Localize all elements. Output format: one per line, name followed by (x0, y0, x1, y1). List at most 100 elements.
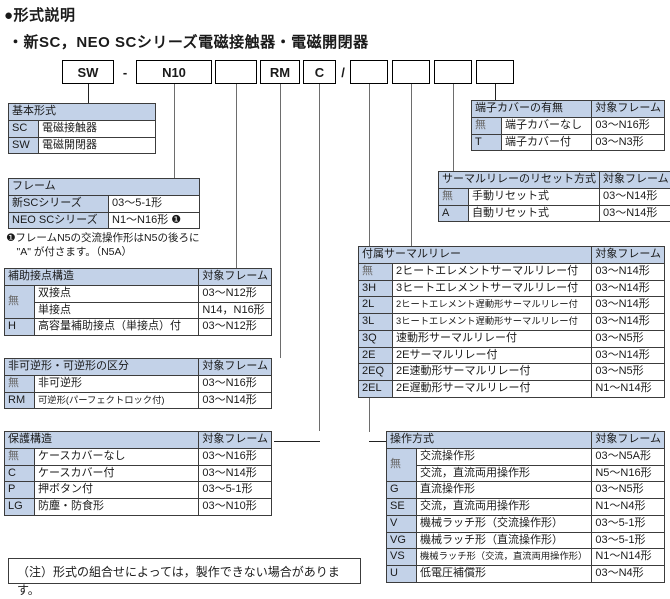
table-row: H 高容量補助接点（単接点）付 03〜N12形 (5, 319, 272, 336)
code-box-operation[interactable] (350, 60, 388, 84)
code-box-protection[interactable]: C (303, 60, 336, 84)
code-box-thermal-relay[interactable] (392, 60, 430, 84)
cell-desc: 電磁開閉器 (39, 137, 156, 154)
cell-code: 無 (5, 448, 35, 465)
cell-desc: 2ヒートエレメントサーマルリレー付 (393, 263, 592, 280)
cell-desc: 3ヒートエレメントサーマルリレー付 (393, 280, 592, 297)
cell-frame: 03〜N10形 (199, 499, 272, 516)
table-row: 3L 3ヒートエレメント遅動形サーマルリレー付 03〜N14形 (359, 314, 665, 331)
table-operation: 操作方式 対象フレーム 無 交流操作形 03〜N5A形 交流，直流両用操作形 N… (386, 431, 665, 583)
connector-operation-horizontal (369, 441, 386, 442)
code-box-basic-type[interactable]: SW (62, 60, 114, 84)
cell-frame: 03〜N14形 (592, 280, 665, 297)
cell-desc: 自動リセット式 (469, 205, 600, 222)
table-thermal-relay: 付属サーマルリレー 対象フレーム 無 2ヒートエレメントサーマルリレー付 03〜… (358, 246, 665, 398)
table-header-aux-contact: 補助接点構造 (5, 269, 199, 286)
table-row: P 押ボタン付 03〜5-1形 (5, 482, 272, 499)
table-header-operation: 操作方式 (387, 432, 592, 449)
cell-frame: N14，N16形 (199, 302, 272, 319)
code-box-thermal-reset[interactable] (434, 60, 472, 84)
cell-code: 2EQ (359, 364, 393, 381)
cell-frame: 03〜N16形 (592, 117, 665, 134)
connector-reversible (280, 84, 281, 358)
cell-desc: 端子カバー付 (502, 134, 592, 151)
cell-desc: 可逆形(パーフェクトロック付) (35, 392, 199, 409)
cell-desc: ケースカバー付 (35, 465, 199, 482)
table-basic-type: 基本形式 SC 電磁接触器 SW 電磁開閉器 (8, 103, 156, 154)
cell-frame: 03〜N5形 (592, 330, 665, 347)
cell-frame: N1〜N14形 (592, 549, 665, 566)
table-header-protection: 保護構造 (5, 432, 199, 449)
cell-code: 3L (359, 314, 393, 331)
cell-series: NEO SCシリーズ (9, 212, 109, 229)
cell-code: 無 (5, 285, 35, 319)
cell-code: G (387, 482, 417, 499)
table-reversible: 非可逆形・可逆形の区分 対象フレーム 無 非可逆形 03〜N16形 RM 可逆形… (4, 358, 272, 409)
cell-code: T (472, 134, 502, 151)
cell-frame: 03〜N3形 (592, 134, 665, 151)
table-row: 無 非可逆形 03〜N16形 (5, 375, 272, 392)
table-row: 3H 3ヒートエレメントサーマルリレー付 03〜N14形 (359, 280, 665, 297)
table-row: 2EQ 2E速動形サーマルリレー付 03〜N5形 (359, 364, 665, 381)
cell-code: V (387, 515, 417, 532)
cell-frame: 03〜N12形 (199, 319, 272, 336)
cell-desc: 押ボタン付 (35, 482, 199, 499)
cell-desc: 機械ラッチ形（交流，直流両用操作形） (417, 549, 592, 566)
cell-code: SE (387, 499, 417, 516)
connector-protection (319, 84, 320, 431)
cell-frame: 03〜N5形 (592, 364, 665, 381)
code-box-terminal-cover[interactable] (476, 60, 514, 84)
table-header-frame: 対象フレーム (199, 432, 272, 449)
table-row: SE 交流，直流両用操作形 N1〜N4形 (387, 499, 665, 516)
table-row: 無 手動リセット式 03〜N14形 (439, 188, 670, 205)
table-row: 2L 2ヒートエレメント遅動形サーマルリレー付 03〜N14形 (359, 297, 665, 314)
cell-code: 無 (439, 188, 469, 205)
connector-protection-horizontal (274, 441, 320, 442)
table-row: VS 機械ラッチ形（交流，直流両用操作形） N1〜N14形 (387, 549, 665, 566)
cell-desc: 2ヒートエレメント遅動形サーマルリレー付 (393, 297, 592, 314)
code-box-reversible[interactable]: RM (260, 60, 300, 84)
cell-desc: 2E速動形サーマルリレー付 (393, 364, 592, 381)
table-header-frame: 対象フレーム (199, 359, 272, 376)
table-frame: フレーム 新SCシリーズ 03〜5-1形 NEO SCシリーズ N1〜N16形 … (8, 178, 200, 229)
cell-frame: 03〜N14形 (592, 263, 665, 280)
cell-desc: 直流操作形 (417, 482, 592, 499)
cell-code: 無 (387, 448, 417, 482)
code-box-aux-contact[interactable] (215, 60, 257, 84)
table-row: NEO SCシリーズ N1〜N16形 ❶ (9, 212, 200, 229)
table-protection: 保護構造 対象フレーム 無 ケースカバーなし 03〜N16形 C ケースカバー付… (4, 431, 272, 516)
cell-frame: 03〜N14形 (600, 188, 670, 205)
table-thermal-reset: サーマルリレーのリセット方式 対象フレーム 無 手動リセット式 03〜N14形 … (438, 171, 670, 222)
cell-frame: N5〜N16形 (592, 465, 665, 482)
cell-frame: 03〜N14形 (592, 314, 665, 331)
cell-code: 2L (359, 297, 393, 314)
code-box-frame[interactable]: N10 (136, 60, 212, 84)
code-separator-hyphen: - (118, 60, 132, 84)
cell-code: 3H (359, 280, 393, 297)
cell-desc: 交流，直流両用操作形 (417, 499, 592, 516)
cell-desc: 電磁接触器 (39, 120, 156, 137)
table-header-thermal-reset: サーマルリレーのリセット方式 (439, 172, 600, 189)
cell-desc: 交流，直流両用操作形 (417, 465, 592, 482)
cell-code: 2E (359, 347, 393, 364)
table-row: 交流，直流両用操作形 N5〜N16形 (387, 465, 665, 482)
cell-frame: N1〜N14形 (592, 381, 665, 398)
cell-frame: 03〜5-1形 (199, 482, 272, 499)
cell-desc: 双接点 (35, 285, 199, 302)
cell-desc: 低電圧補償形 (417, 566, 592, 583)
connector-terminal-cover (495, 84, 496, 100)
cell-frame: 03〜N16形 (199, 375, 272, 392)
cell-frame: 03〜N5形 (592, 482, 665, 499)
table-header-terminal-cover: 端子カバーの有無 (472, 101, 592, 118)
table-row: 無 端子カバーなし 03〜N16形 (472, 117, 665, 134)
table-row: 無 双接点 03〜N12形 (5, 285, 272, 302)
connector-frame (174, 84, 175, 178)
cell-code: 3Q (359, 330, 393, 347)
note-box: （注）形式の組合せによっては，製作できない場合があります。 (8, 558, 361, 584)
section-subtitle: ・新SC，NEO SCシリーズ電磁接触器・電磁開閉器 (8, 31, 369, 52)
table-row: A 自動リセット式 03〜N14形 (439, 205, 670, 222)
cell-desc: 機械ラッチ形（交流操作形） (417, 515, 592, 532)
cell-desc: 2E遅動形サーマルリレー付 (393, 381, 592, 398)
cell-frame: 03〜5-1形 (109, 195, 200, 212)
cell-code: SC (9, 120, 39, 137)
